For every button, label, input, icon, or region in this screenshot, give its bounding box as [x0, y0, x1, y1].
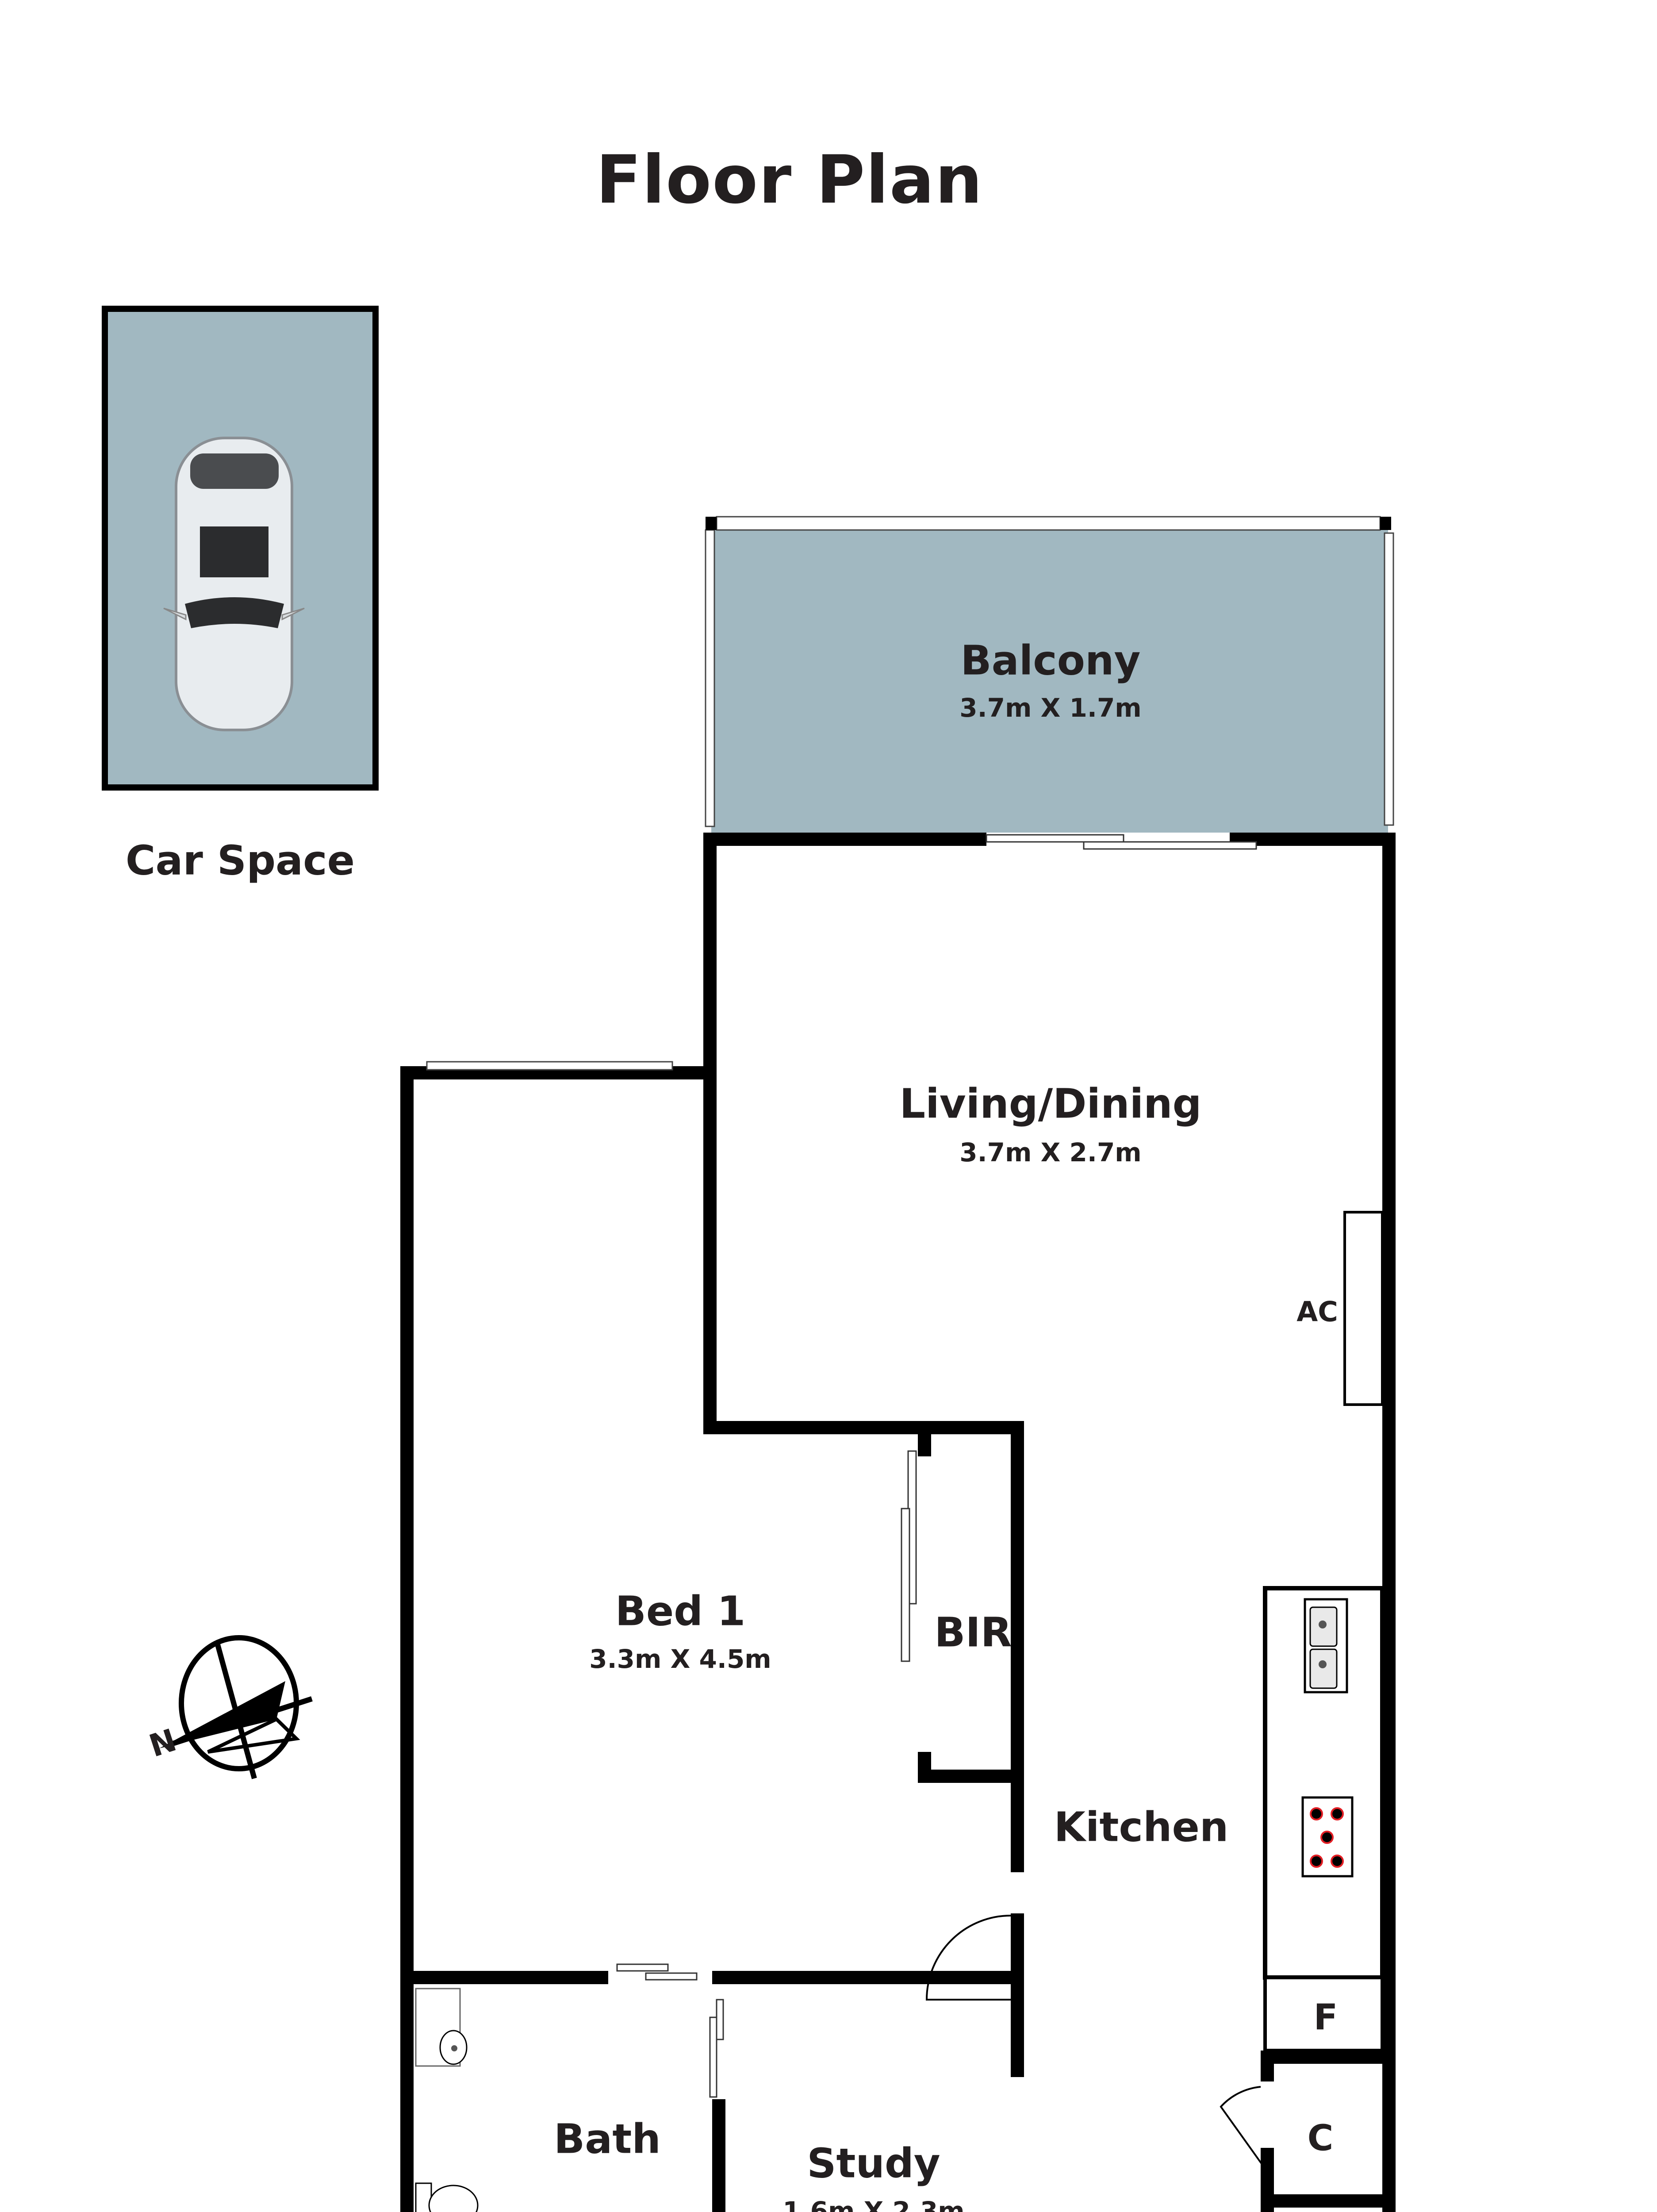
living-dims: 3.7m X 2.7m: [959, 1137, 1142, 1167]
doors: [925, 1915, 1264, 2166]
kitchen-bench: [1263, 1586, 1385, 2052]
study-label: Study: [807, 2139, 940, 2187]
living-label: Living/Dining: [899, 1080, 1202, 1128]
kitchen-label: Kitchen: [1054, 1803, 1229, 1851]
bir-label: BIR: [934, 1609, 1012, 1656]
ac-label: AC: [1296, 1295, 1338, 1328]
page-title: Floor Plan: [596, 142, 983, 219]
cupboard-door: [1220, 2086, 1264, 2166]
toilet-icon: [428, 2185, 479, 2212]
kitchen-bed-door: [925, 1915, 1011, 2001]
entry-label: Entry: [1065, 2211, 1188, 2212]
north-arrow-icon: [159, 1635, 313, 1779]
fridge-label: F: [1313, 1997, 1338, 2038]
bed1-dims: 3.3m X 4.5m: [589, 1644, 771, 1674]
car-topview-icon: [163, 437, 305, 731]
ac-unit: [1343, 1211, 1384, 1406]
bed1-label: Bed 1: [615, 1587, 746, 1635]
sink-icon: [1304, 1598, 1348, 1694]
bath-label: Bath: [554, 2115, 661, 2163]
walls: [400, 833, 1396, 2212]
cupboard-label: C: [1307, 2117, 1334, 2159]
balcony-area: [705, 516, 1394, 833]
cooktop-icon: [1301, 1796, 1354, 1878]
car-space: [102, 306, 379, 791]
study-dims: 1.6m X 2.3m: [782, 2196, 965, 2212]
balcony-dims: 3.7m X 1.7m: [959, 693, 1142, 723]
car-space-label: Car Space: [125, 837, 355, 884]
balcony-label: Balcony: [960, 637, 1141, 684]
bath-fixtures: [415, 1988, 479, 2212]
